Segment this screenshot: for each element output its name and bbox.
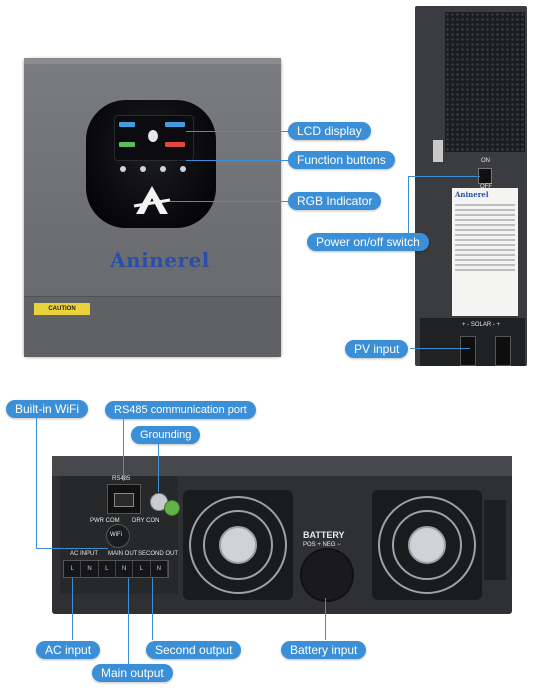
on-label: ON	[481, 158, 490, 164]
spec-label: Aninerel	[452, 188, 518, 316]
callout-line-main-output	[128, 578, 129, 664]
callout-line-buttons	[186, 160, 290, 161]
battery-cable-gland	[300, 548, 354, 602]
function-button-3[interactable]	[160, 166, 166, 172]
front-top-edge	[24, 58, 281, 64]
terminal-slot: N	[116, 561, 134, 577]
callout-power-switch: Power on/off switch	[307, 233, 429, 251]
callout-line-wifi-h	[36, 548, 108, 549]
cooling-fan-left	[183, 490, 293, 600]
lcd-screen	[114, 115, 194, 161]
terminal-slot: L	[133, 561, 151, 577]
callout-rs485-port: RS485 communication port	[105, 401, 256, 419]
callout-line-rs485	[123, 419, 124, 481]
terminal-slot: N	[81, 561, 99, 577]
function-button-4[interactable]	[180, 166, 186, 172]
callout-line-grounding	[158, 444, 159, 492]
terminal-block: L N L N L N	[63, 560, 169, 578]
callout-pv-input: PV input	[345, 340, 409, 358]
callout-grounding: Grounding	[131, 426, 201, 444]
wifi-module	[106, 524, 130, 548]
solar-label: + - SOLAR - +	[462, 322, 501, 328]
callout-line-second-output	[152, 578, 153, 640]
terminal-slot: L	[99, 561, 116, 577]
power-switch[interactable]	[478, 168, 492, 184]
off-label: OFF	[480, 184, 492, 190]
pv-connector-1	[460, 336, 476, 366]
callout-builtin-wifi: Built-in WiFi	[6, 400, 89, 418]
brand-logo: Aninerel	[110, 248, 210, 272]
callout-line-ac-input	[72, 578, 73, 640]
callout-line-battery	[325, 598, 326, 640]
cooling-fan-right	[372, 490, 482, 600]
bottom-top-edge	[52, 456, 512, 476]
second-out-terminal-label: SECOND OUT	[138, 551, 179, 557]
main-out-terminal-label: MAIN OUT	[108, 551, 138, 557]
caution-label: CAUTION	[34, 303, 90, 315]
callout-line-lcd	[186, 131, 290, 132]
callout-line-pv	[410, 348, 470, 349]
callout-line-switch-h	[408, 176, 480, 177]
callout-function-buttons: Function buttons	[288, 151, 395, 169]
callout-ac-input: AC input	[36, 641, 101, 659]
ac-input-terminal-label: AC INPUT	[70, 551, 99, 557]
lcd-segment	[165, 122, 185, 127]
pwr-com-label: PWR COM	[90, 518, 120, 524]
callout-rgb-indicator: RGB Indicator	[288, 192, 382, 210]
pv-side-connectors	[484, 500, 506, 580]
lcd-segment	[119, 142, 135, 147]
ventilation-grill	[445, 12, 525, 152]
terminal-slot: L	[64, 561, 82, 577]
grounding-badge	[164, 500, 180, 516]
terminal-slot: N	[151, 561, 168, 577]
lcd-segment	[119, 122, 135, 127]
spec-label-brand: Aninerel	[455, 190, 489, 199]
callout-second-output: Second output	[146, 641, 242, 659]
pv-connector-2	[495, 336, 511, 366]
rs485-label: RS485	[112, 476, 131, 482]
callout-battery-input: Battery input	[281, 641, 367, 659]
wifi-label: WiFi	[110, 532, 122, 538]
callout-line-wifi-v	[36, 418, 37, 548]
callout-line-rgb	[170, 201, 290, 202]
battery-label: BATTERY	[303, 530, 345, 540]
callout-lcd-display: LCD display	[288, 122, 371, 140]
function-button-1[interactable]	[120, 166, 126, 172]
lcd-center-icon	[148, 130, 158, 142]
battery-polarity-label: POS + NEG −	[303, 542, 341, 548]
dip-switch	[433, 140, 443, 162]
function-button-2[interactable]	[140, 166, 146, 172]
callout-main-output: Main output	[92, 664, 173, 682]
rgb-indicator-logo	[133, 186, 171, 214]
dry-con-label: DRY CON	[132, 518, 160, 524]
callout-line-switch-v	[408, 176, 409, 234]
lcd-segment	[165, 142, 185, 147]
rs485-port	[107, 484, 141, 514]
